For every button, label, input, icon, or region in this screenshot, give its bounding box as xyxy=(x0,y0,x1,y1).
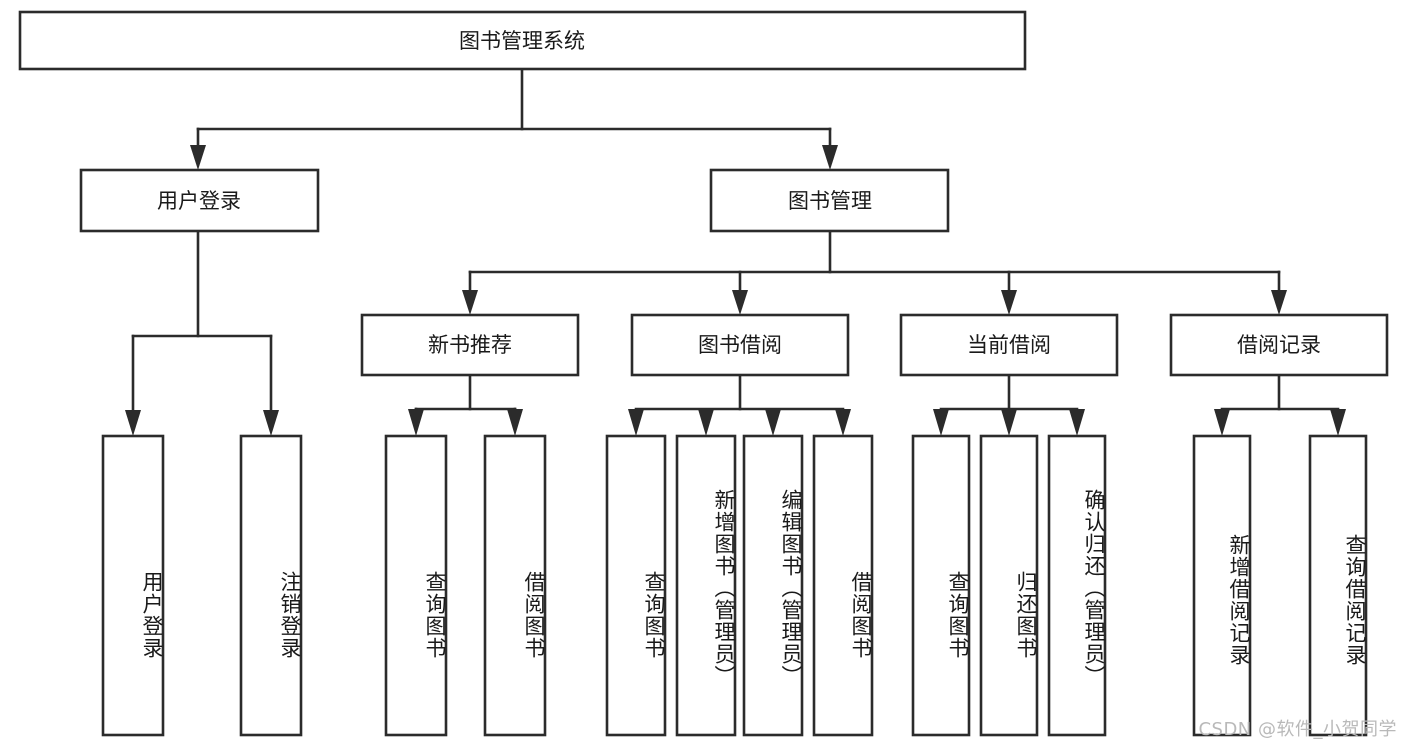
leaf-query-book-2-box[interactable] xyxy=(605,434,667,737)
arrow-to-leaf-add-book xyxy=(698,409,714,436)
node-new-book-rec[interactable]: 新书推荐 xyxy=(360,313,580,377)
leaf-confirm-return-box[interactable] xyxy=(1047,434,1107,737)
leaf-user-login-box[interactable] xyxy=(101,434,165,737)
arrow-to-leaf-query-book-1 xyxy=(408,409,424,436)
node-root-label: 图书管理系统 xyxy=(459,29,585,53)
node-book-borrow-box[interactable] xyxy=(630,313,850,377)
arrow-to-leaf-edit-book xyxy=(765,409,781,436)
leaf-query-book-3-box[interactable] xyxy=(911,434,971,737)
arrow-root-to-book-manage xyxy=(822,145,838,170)
connector-group-current-borrow xyxy=(933,373,1085,436)
csdn-watermark: CSDN @软件_小贺同学 xyxy=(1198,719,1397,740)
arrow-to-borrow-record xyxy=(1271,290,1287,315)
leaf-add-record-box[interactable] xyxy=(1192,434,1252,737)
arrow-to-leaf-user-login xyxy=(125,410,141,436)
connector-group-root xyxy=(190,67,838,170)
connector-group-book-borrow xyxy=(628,373,851,436)
node-root[interactable]: 图书管理系统 xyxy=(18,10,1027,71)
arrow-root-to-user-login xyxy=(190,145,206,170)
node-book-manage-label: 图书管理 xyxy=(788,189,872,213)
arrow-to-leaf-add-record xyxy=(1214,409,1230,436)
leaf-query-record-box[interactable] xyxy=(1308,434,1368,737)
leaf-borrow-book-1-box[interactable] xyxy=(483,434,547,737)
node-current-borrow-label: 当前借阅 xyxy=(967,333,1051,357)
arrow-to-leaf-borrow-book-1 xyxy=(507,409,523,436)
node-borrow-record-box[interactable] xyxy=(1169,313,1389,377)
node-current-borrow[interactable]: 当前借阅 xyxy=(899,313,1119,377)
arrow-to-leaf-query-book-3 xyxy=(933,409,949,436)
node-user-login-box[interactable] xyxy=(79,168,320,233)
leaf-query-book-1-box[interactable] xyxy=(384,434,448,737)
arrow-to-current-borrow xyxy=(1001,290,1017,315)
node-user-login-label: 用户登录 xyxy=(157,189,241,213)
node-current-borrow-box[interactable] xyxy=(899,313,1119,377)
node-book-manage[interactable]: 图书管理 xyxy=(709,168,950,233)
connector-group-user-login xyxy=(125,229,279,436)
arrow-to-leaf-query-record xyxy=(1330,409,1346,436)
arrow-to-leaf-logout-login xyxy=(263,410,279,436)
connector-group-book-manage xyxy=(462,229,1287,315)
arrow-to-new-book-rec xyxy=(462,290,478,315)
node-root-box[interactable] xyxy=(18,10,1027,71)
leaf-edit-book-box[interactable] xyxy=(742,434,804,737)
connector-group-borrow-record xyxy=(1214,373,1346,436)
leaf-return-book-box[interactable] xyxy=(979,434,1039,737)
leaf-add-book-box[interactable] xyxy=(675,434,737,737)
node-new-book-rec-label: 新书推荐 xyxy=(428,333,512,357)
leaf-boxes xyxy=(101,434,1368,737)
node-borrow-record[interactable]: 借阅记录 xyxy=(1169,313,1389,377)
node-borrow-record-label: 借阅记录 xyxy=(1237,333,1321,357)
node-book-manage-box[interactable] xyxy=(709,168,950,233)
leaf-logout-login-box[interactable] xyxy=(239,434,303,737)
node-user-login[interactable]: 用户登录 xyxy=(79,168,320,233)
node-new-book-rec-box[interactable] xyxy=(360,313,580,377)
leaf-borrow-book-2-box[interactable] xyxy=(812,434,874,737)
arrow-to-leaf-query-book-2 xyxy=(628,409,644,436)
arrow-to-leaf-borrow-book-2 xyxy=(835,409,851,436)
node-book-borrow[interactable]: 图书借阅 xyxy=(630,313,850,377)
node-book-borrow-label: 图书借阅 xyxy=(698,333,782,357)
connector-group-new-book-rec xyxy=(408,373,523,436)
arrow-to-leaf-confirm-return xyxy=(1069,409,1085,436)
arrow-to-book-borrow xyxy=(732,290,748,315)
arrow-to-leaf-return-book xyxy=(1001,409,1017,436)
